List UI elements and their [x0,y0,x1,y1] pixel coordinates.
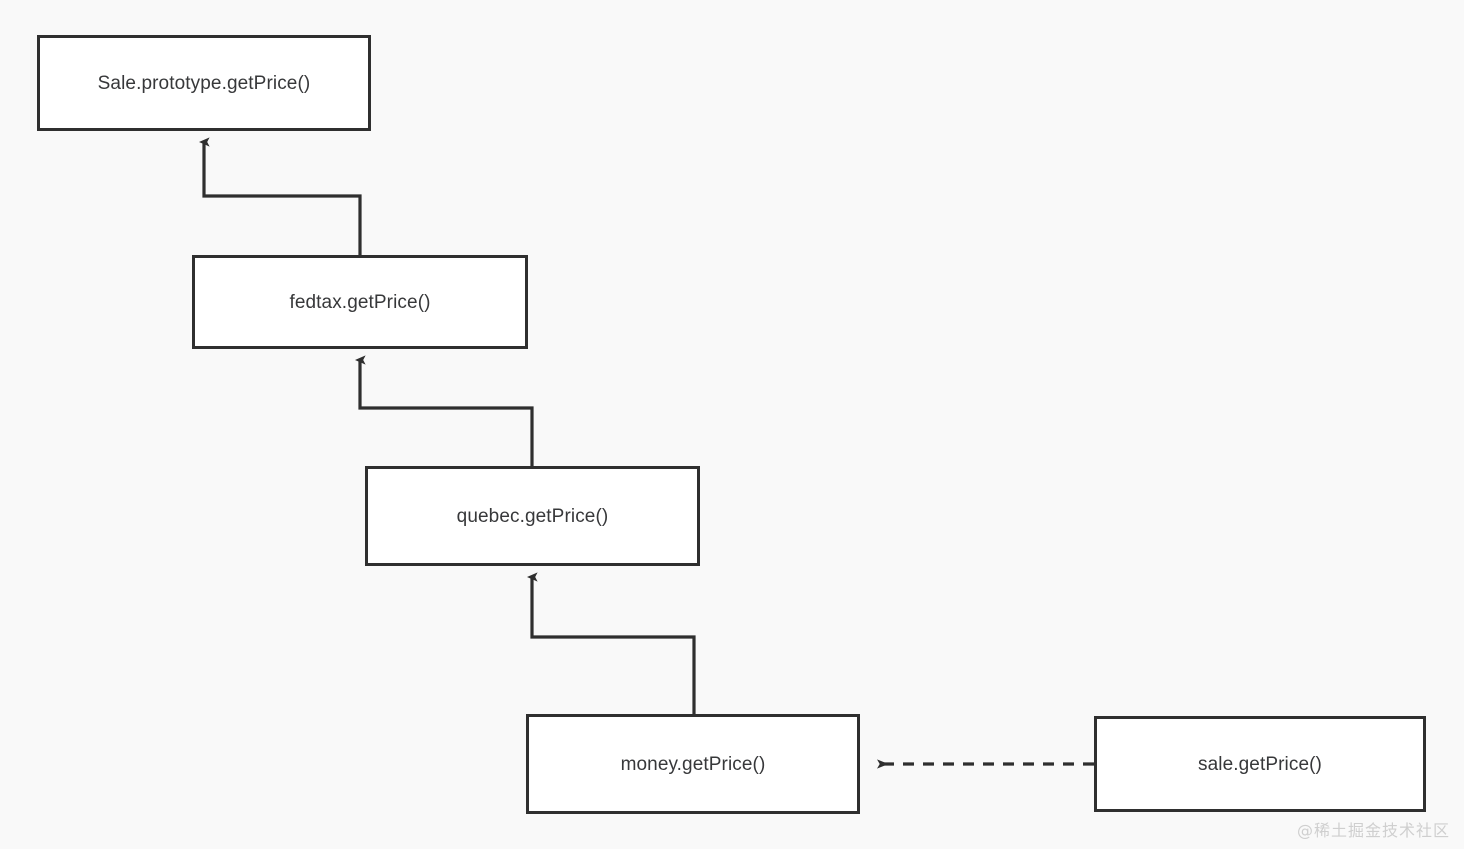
node-sale-prototype-getprice[interactable]: Sale.prototype.getPrice() [37,35,371,131]
node-label: money.getPrice() [620,753,766,775]
node-fedtax-getprice[interactable]: fedtax.getPrice() [192,255,528,349]
connector-money-to-quebec [527,572,696,714]
node-money-getprice[interactable]: money.getPrice() [526,714,860,814]
node-sale-getprice[interactable]: sale.getPrice() [1094,716,1426,812]
node-label: quebec.getPrice() [456,505,609,527]
node-quebec-getprice[interactable]: quebec.getPrice() [365,466,700,566]
node-label: sale.getPrice() [1198,753,1322,775]
node-label: Sale.prototype.getPrice() [97,72,311,94]
watermark: @稀土掘金技术社区 [1296,821,1450,840]
connector-quebec-to-fedtax [355,355,534,466]
connector-fedtax-to-sale-prototype [199,137,362,255]
node-label: fedtax.getPrice() [289,291,431,313]
